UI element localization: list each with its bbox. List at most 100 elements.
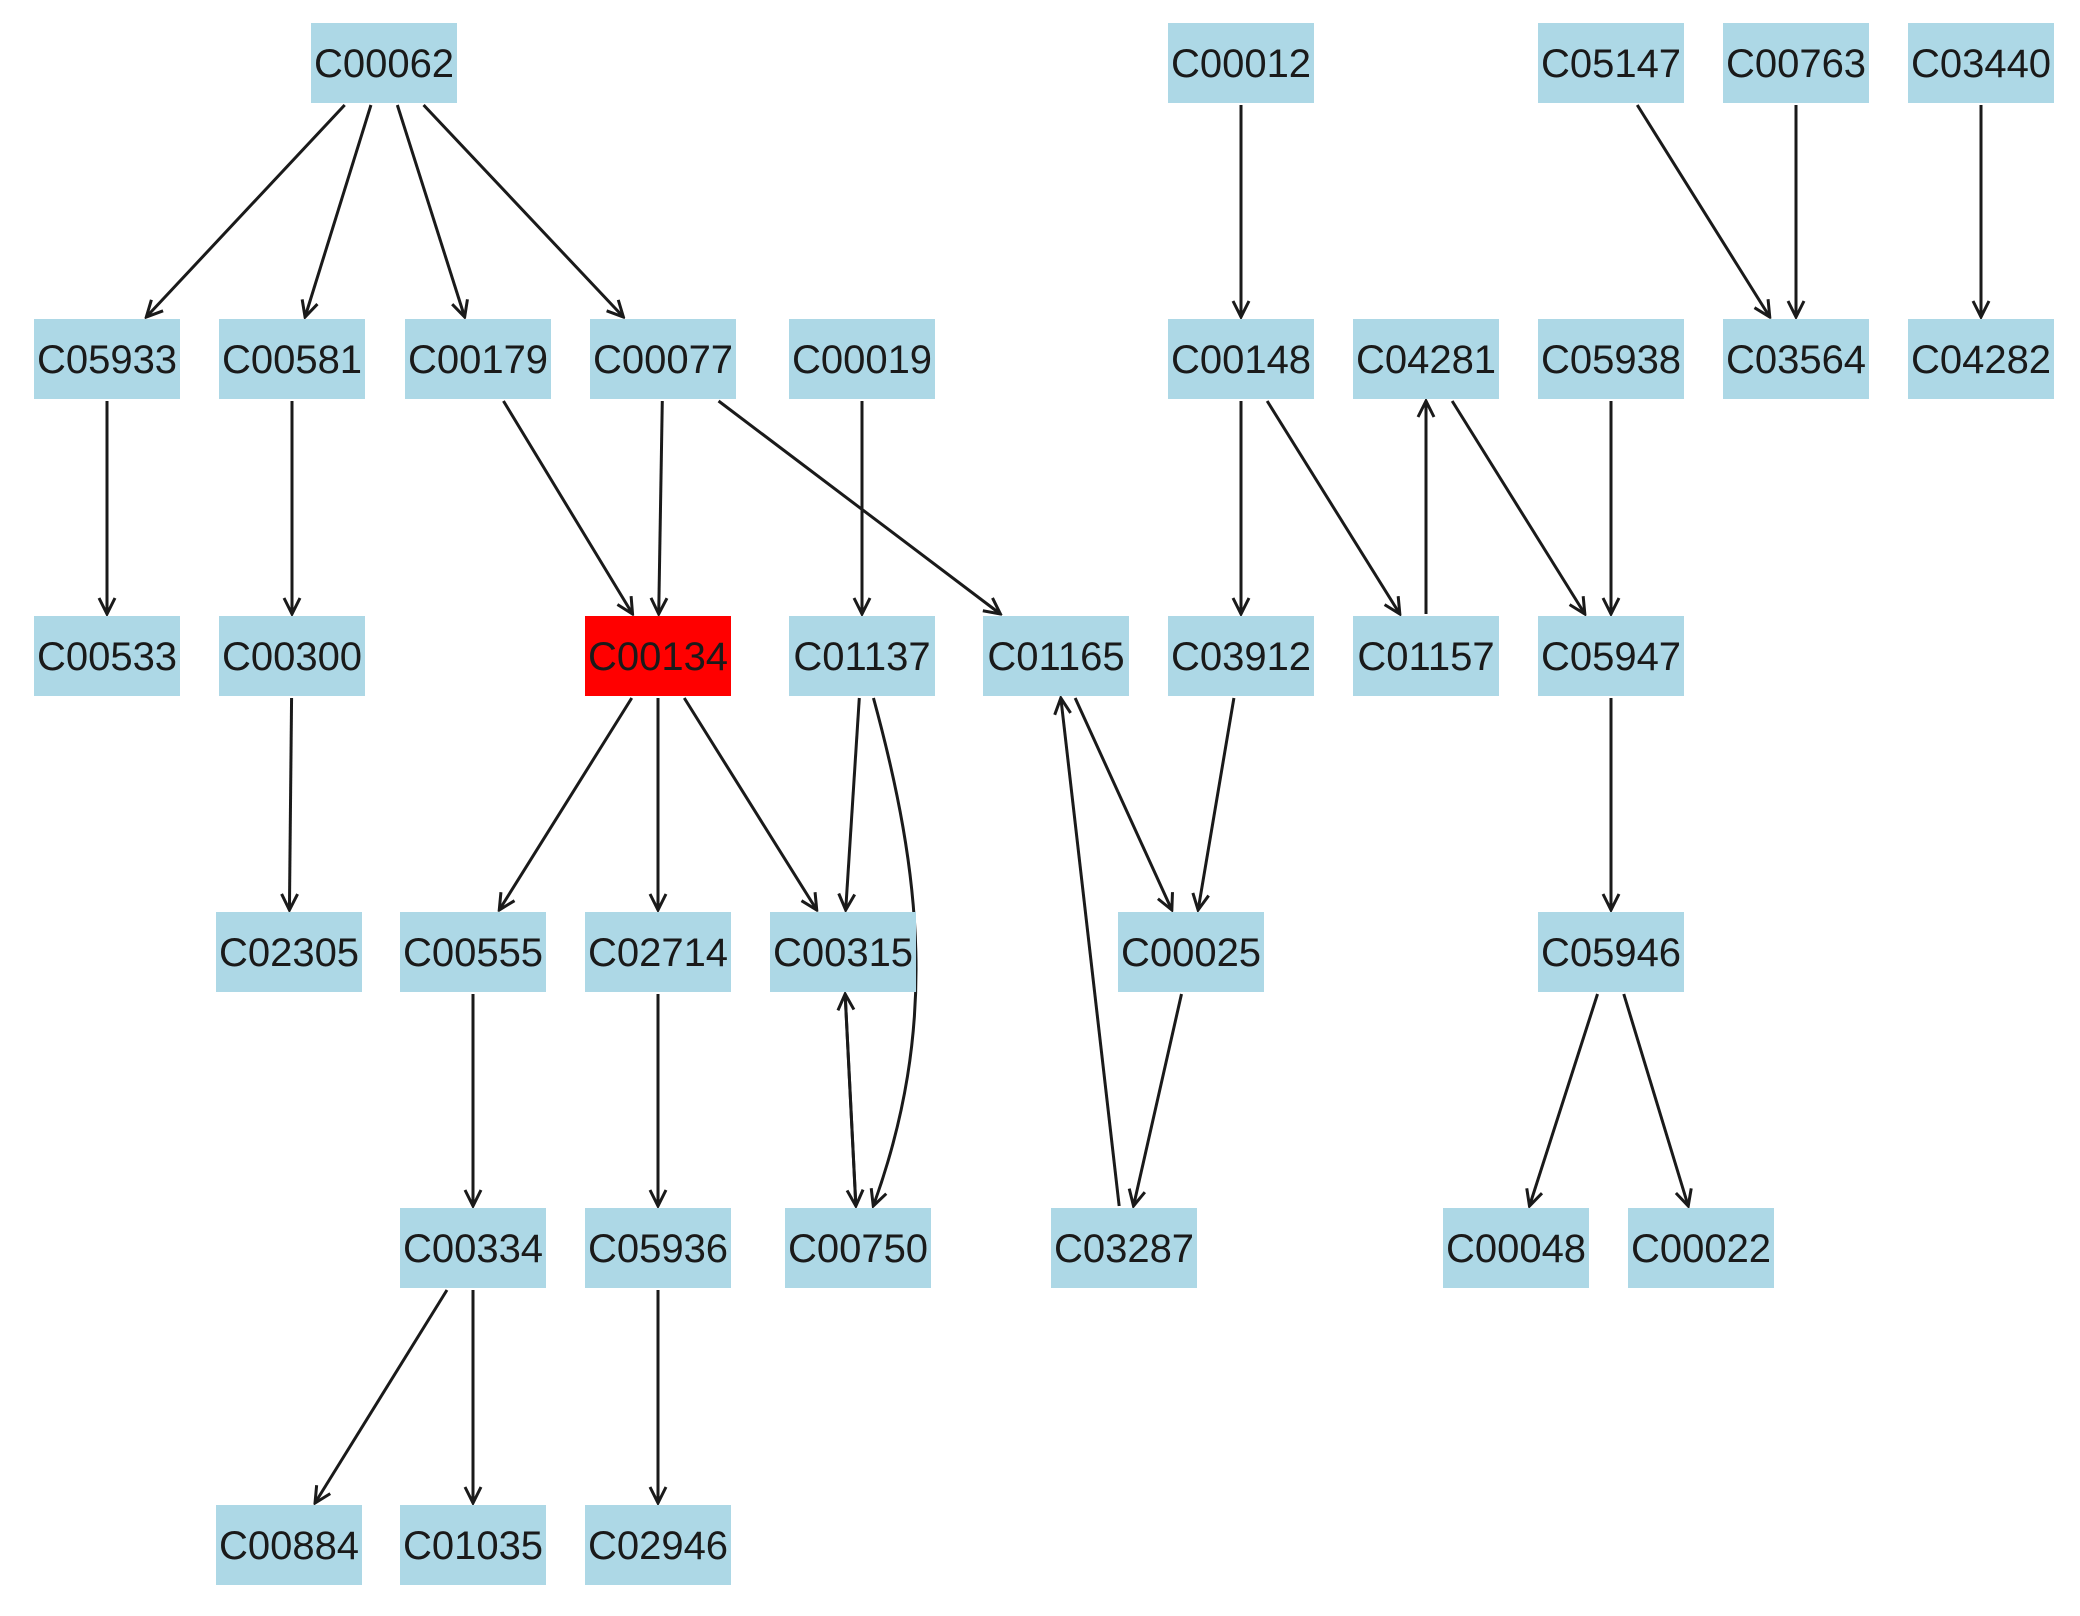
node-box-C01137 <box>789 616 935 696</box>
node-box-C01157 <box>1353 616 1499 696</box>
edge-C00134-to-C00555 <box>499 697 634 910</box>
node-C01035[interactable]: C01035 <box>400 1505 546 1585</box>
edge-C05147-to-C03564 <box>1635 104 1770 317</box>
node-C00148[interactable]: C00148 <box>1168 319 1314 399</box>
edge-C03287-to-C01165 <box>1061 698 1121 1207</box>
node-C00315[interactable]: C00315 <box>770 912 916 992</box>
node-C01165[interactable]: C01165 <box>983 616 1129 696</box>
node-box-C02305 <box>216 912 362 992</box>
node-C00019[interactable]: C00019 <box>789 319 935 399</box>
node-box-C00062 <box>311 23 457 103</box>
node-label-C02946: C02946 <box>588 1524 728 1568</box>
node-label-C00148: C00148 <box>1171 338 1311 382</box>
node-label-C01165: C01165 <box>987 635 1124 679</box>
node-C00062[interactable]: C00062 <box>311 23 457 103</box>
node-label-C00179: C00179 <box>408 338 548 382</box>
node-box-C05933 <box>34 319 180 399</box>
node-box-C00750 <box>785 1208 931 1288</box>
node-C00025[interactable]: C00025 <box>1118 912 1264 992</box>
node-box-C00533 <box>34 616 180 696</box>
node-label-C00581: C00581 <box>222 338 362 382</box>
edge-C05946-to-C00048 <box>1529 993 1599 1206</box>
node-C00581[interactable]: C00581 <box>219 319 365 399</box>
edge-C01165-to-C00025 <box>1073 697 1172 910</box>
node-C00555[interactable]: C00555 <box>400 912 546 992</box>
edge-C01137-to-C00315 <box>846 697 861 910</box>
node-C05947[interactable]: C05947 <box>1538 616 1684 696</box>
node-label-C05936: C05936 <box>588 1227 728 1271</box>
node-box-C05936 <box>585 1208 731 1288</box>
edge-C00077-to-C01165 <box>717 399 1001 614</box>
node-box-C04281 <box>1353 319 1499 399</box>
node-box-C05947 <box>1538 616 1684 696</box>
node-box-C00555 <box>400 912 546 992</box>
node-C01137[interactable]: C01137 <box>789 616 935 696</box>
node-label-C00022: C00022 <box>1631 1227 1771 1271</box>
node-label-C05947: C05947 <box>1541 635 1681 679</box>
node-C05938[interactable]: C05938 <box>1538 319 1684 399</box>
node-C03287[interactable]: C03287 <box>1051 1208 1197 1288</box>
node-label-C00134: C00134 <box>588 635 728 679</box>
node-box-C00025 <box>1118 912 1264 992</box>
node-C00179[interactable]: C00179 <box>405 319 551 399</box>
edge-C00062-to-C00581 <box>305 104 373 317</box>
node-box-C00763 <box>1723 23 1869 103</box>
node-C03912[interactable]: C03912 <box>1168 616 1314 696</box>
node-C04282[interactable]: C04282 <box>1908 319 2054 399</box>
node-label-C00062: C00062 <box>314 42 454 86</box>
node-C00884[interactable]: C00884 <box>216 1505 362 1585</box>
node-box-C00077 <box>590 319 736 399</box>
node-box-C04282 <box>1908 319 2054 399</box>
node-label-C00300: C00300 <box>222 635 362 679</box>
node-label-C00884: C00884 <box>219 1524 359 1568</box>
node-C02305[interactable]: C02305 <box>216 912 362 992</box>
edge-C05946-to-C00022 <box>1622 993 1688 1206</box>
node-box-C03287 <box>1051 1208 1197 1288</box>
node-label-C00012: C00012 <box>1171 42 1311 86</box>
node-C00022[interactable]: C00022 <box>1628 1208 1774 1288</box>
node-C00048[interactable]: C00048 <box>1443 1208 1589 1288</box>
node-C00134[interactable]: C00134 <box>585 616 731 696</box>
node-label-C00334: C00334 <box>403 1227 543 1271</box>
node-C03440[interactable]: C03440 <box>1908 23 2054 103</box>
node-label-C05938: C05938 <box>1541 338 1681 382</box>
edge-C04281-to-C05947 <box>1450 400 1585 614</box>
node-C00533[interactable]: C00533 <box>34 616 180 696</box>
node-box-C00179 <box>405 319 551 399</box>
node-box-C00048 <box>1443 1208 1589 1288</box>
node-C02946[interactable]: C02946 <box>585 1505 731 1585</box>
node-box-C00012 <box>1168 23 1314 103</box>
node-C00334[interactable]: C00334 <box>400 1208 546 1288</box>
node-label-C04281: C04281 <box>1356 338 1496 382</box>
edge-C00025-to-C03287 <box>1134 993 1183 1206</box>
node-C01157[interactable]: C01157 <box>1353 616 1499 696</box>
node-label-C05933: C05933 <box>37 338 177 382</box>
node-label-C01137: C01137 <box>793 635 930 679</box>
node-box-C05946 <box>1538 912 1684 992</box>
node-label-C00025: C00025 <box>1121 931 1261 975</box>
node-C05933[interactable]: C05933 <box>34 319 180 399</box>
node-C00077[interactable]: C00077 <box>590 319 736 399</box>
node-C05946[interactable]: C05946 <box>1538 912 1684 992</box>
node-label-C03440: C03440 <box>1911 42 2051 86</box>
node-box-C01165 <box>983 616 1129 696</box>
node-label-C05147: C05147 <box>1541 42 1681 86</box>
edge-C00134-to-C00315 <box>682 697 817 910</box>
node-C03564[interactable]: C03564 <box>1723 319 1869 399</box>
node-label-C01035: C01035 <box>403 1524 543 1568</box>
node-box-C00300 <box>219 616 365 696</box>
node-C00300[interactable]: C00300 <box>219 616 365 696</box>
node-C04281[interactable]: C04281 <box>1353 319 1499 399</box>
node-C05936[interactable]: C05936 <box>585 1208 731 1288</box>
node-C02714[interactable]: C02714 <box>585 912 731 992</box>
node-C00750[interactable]: C00750 <box>785 1208 931 1288</box>
node-C00012[interactable]: C00012 <box>1168 23 1314 103</box>
node-C05147[interactable]: C05147 <box>1538 23 1684 103</box>
edge-C00062-to-C05933 <box>146 103 346 317</box>
node-C00763[interactable]: C00763 <box>1723 23 1869 103</box>
node-box-C00581 <box>219 319 365 399</box>
node-label-C00750: C00750 <box>788 1227 928 1271</box>
node-label-C03912: C03912 <box>1171 635 1311 679</box>
